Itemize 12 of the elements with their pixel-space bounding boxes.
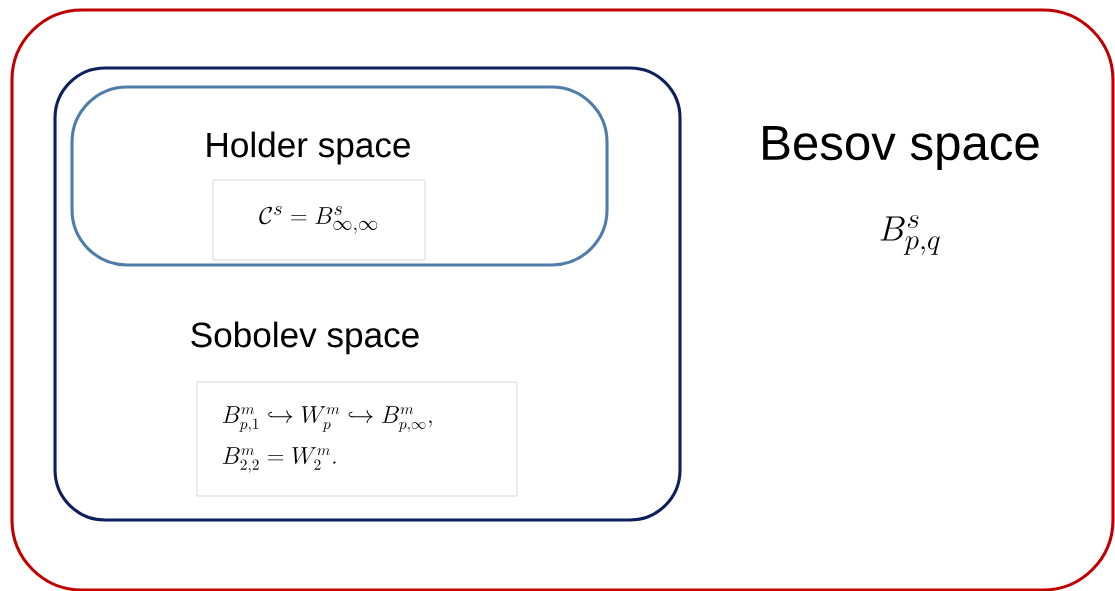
region-outline (70, 85, 609, 267)
formula-box (196, 381, 518, 497)
region-outline (53, 66, 682, 522)
formula: $\mathcal{C}^{s} = B^{s}_{\infty,\infty}$ (259, 206, 378, 234)
region-title: Holder space (207, 131, 410, 165)
formula: $B^{m}_{2,2} = W^{m}_{2}.$ (222, 447, 336, 473)
region-outline (10, 8, 1115, 591)
region-title: Sobolev space (191, 321, 419, 355)
formula: $B^{s}_{p,q}$ (880, 214, 940, 255)
region-title: Besov space (763, 125, 1039, 170)
formula: $B^{m}_{p,1} \hookrightarrow W^{m}_{p} \hookrightarrow B^{m}_{p,\infty},$ (222, 406, 432, 432)
formula-box (212, 179, 426, 261)
